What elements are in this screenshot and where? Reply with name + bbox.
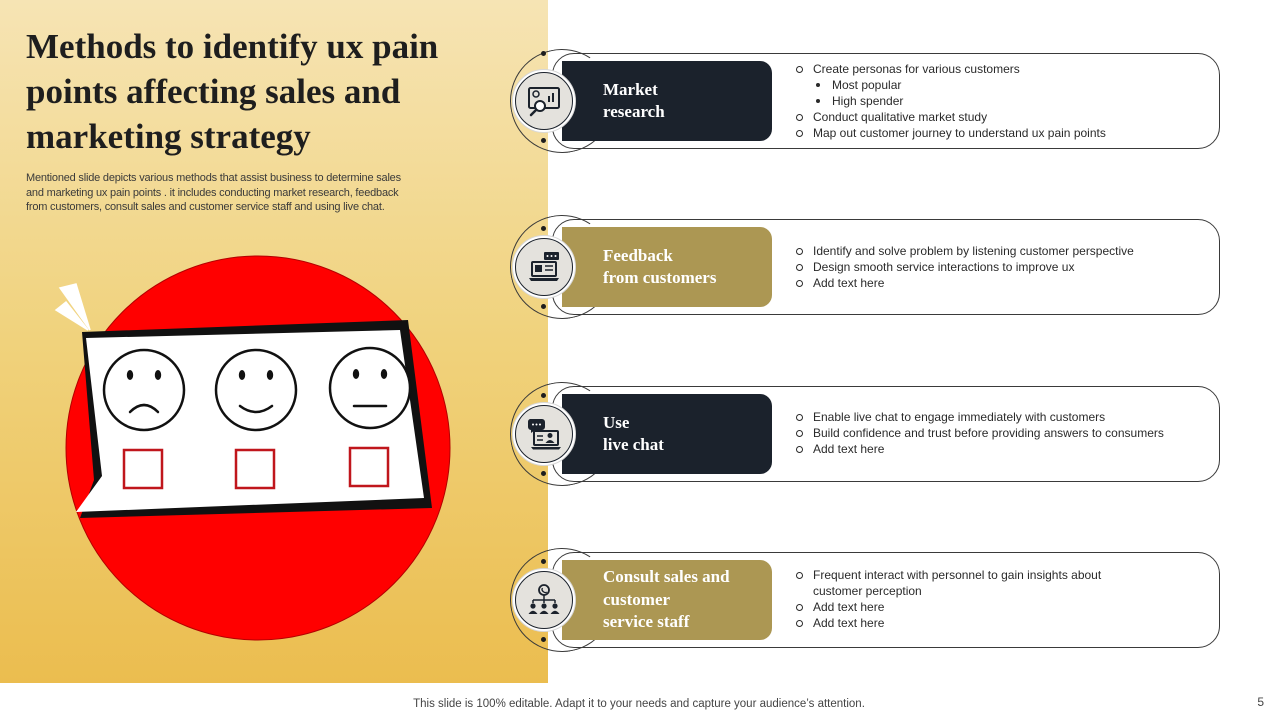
arc-dot <box>541 559 546 564</box>
method-label-line: Consult sales and <box>603 567 730 587</box>
checkbox-sad <box>122 448 164 490</box>
method-label: Feedback from customers <box>562 227 772 307</box>
method-bullets: Enable live chat to engage immediately w… <box>794 409 1209 457</box>
method-label-line: research <box>603 102 665 121</box>
arc-dot <box>541 304 546 309</box>
live-chat-icon <box>527 419 561 450</box>
method-bullets: Identify and solve problem by listening … <box>794 243 1209 291</box>
bullet-item: Create personas for various customers <box>794 61 1209 77</box>
happy-face-icon <box>214 348 298 432</box>
bullet-item: Enable live chat to engage immediately w… <box>794 409 1209 425</box>
staff-network-icon <box>528 584 560 614</box>
method-label-line: Market <box>603 79 658 99</box>
checkbox-neutral <box>348 446 390 488</box>
method-label-line: live chat <box>603 435 664 454</box>
method-label-line: Feedback <box>603 245 673 265</box>
slide-description: Mentioned slide depicts various methods … <box>26 172 401 213</box>
method-row-live-chat: Use live chat Enable live chat to engage… <box>500 372 1222 496</box>
feedback-laptop-icon <box>529 252 559 281</box>
method-label: Market research <box>562 61 772 141</box>
method-label-line: service staff <box>603 612 690 632</box>
method-label: Use live chat <box>562 394 772 474</box>
sad-face-icon <box>102 348 186 432</box>
arc-dot <box>541 471 546 476</box>
method-row-market-research: Market research Create personas for vari… <box>500 39 1222 163</box>
arc-dot <box>541 393 546 398</box>
bullet-item: Add text here <box>794 615 1149 631</box>
method-bullets: Frequent interact with personnel to gain… <box>794 567 1149 631</box>
icon-badge <box>512 568 576 632</box>
method-row-feedback: Feedback from customers Identify and sol… <box>500 205 1222 329</box>
sparkle-icon <box>54 283 91 331</box>
page-number: 5 <box>1257 695 1264 709</box>
arc-dot <box>541 226 546 231</box>
icon-badge <box>512 235 576 299</box>
method-row-consult-staff: Consult sales and customer service staff <box>500 538 1222 662</box>
method-label-line: customer <box>603 589 671 609</box>
sub-bullet-item: High spender <box>794 93 1209 109</box>
feedback-faces-illustration <box>54 255 451 641</box>
neutral-face-icon <box>328 346 412 430</box>
slide-title: Methods to identify ux pain points affec… <box>26 27 439 156</box>
method-label-line: Use <box>603 412 630 432</box>
market-research-icon <box>528 87 560 117</box>
bullet-item: Conduct qualitative market study <box>794 109 1209 125</box>
method-bullets: Create personas for various customers Mo… <box>794 61 1209 141</box>
footer-text: This slide is 100% editable. Adapt it to… <box>413 698 865 710</box>
icon-badge <box>512 402 576 466</box>
arc-dot <box>541 51 546 56</box>
bullet-item: Build confidence and trust before provid… <box>794 425 1209 441</box>
left-panel: Methods to identify ux pain points affec… <box>0 0 548 683</box>
checkbox-happy <box>234 448 276 490</box>
bullet-item: Frequent interact with personnel to gain… <box>794 567 1149 599</box>
bullet-item: Add text here <box>794 275 1209 291</box>
bullet-item: Identify and solve problem by listening … <box>794 243 1209 259</box>
icon-badge <box>512 69 576 133</box>
sub-bullet-item: Most popular <box>794 77 1209 93</box>
bullet-item: Design smooth service interactions to im… <box>794 259 1209 275</box>
arc-dot <box>541 637 546 642</box>
bullet-item: Add text here <box>794 599 1149 615</box>
method-label-line: from customers <box>603 268 717 287</box>
bullet-item: Map out customer journey to understand u… <box>794 125 1209 141</box>
slide-footer: This slide is 100% editable. Adapt it to… <box>0 698 1280 710</box>
method-label: Consult sales and customer service staff <box>562 560 772 640</box>
bullet-item: Add text here <box>794 441 1209 457</box>
arc-dot <box>541 138 546 143</box>
